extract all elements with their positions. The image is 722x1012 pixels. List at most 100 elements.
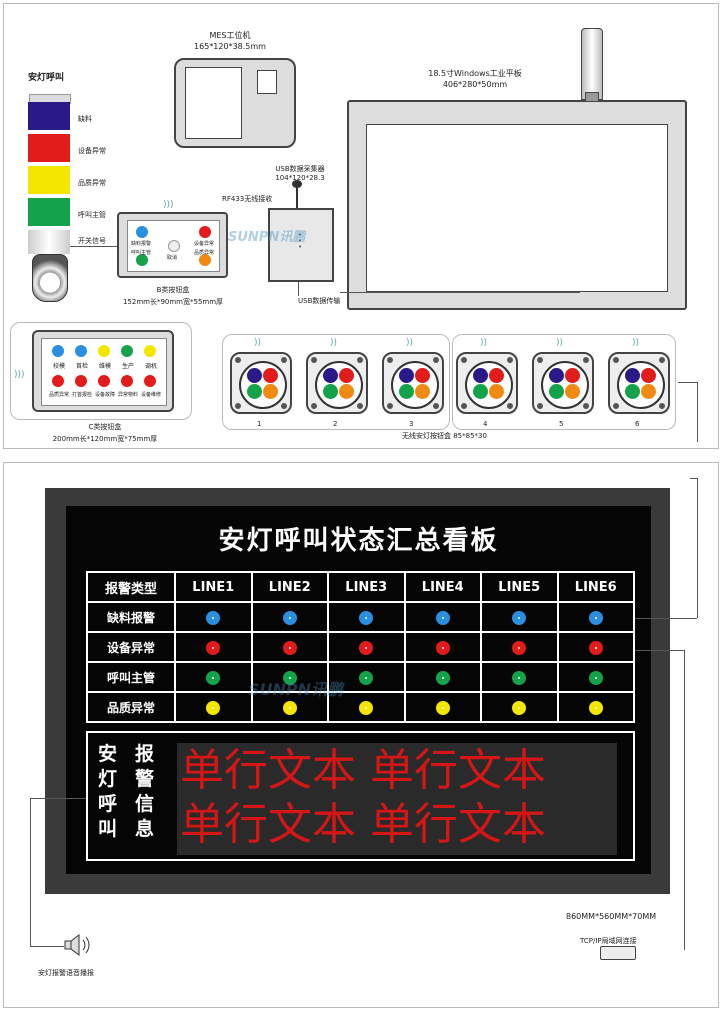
tower-seg-2 — [28, 134, 70, 162]
status-indicator-light — [588, 611, 603, 625]
status-row-1: 缺料报警 — [86, 601, 635, 633]
status-cell — [480, 661, 559, 693]
status-indicator-light — [359, 641, 374, 655]
wireless-number-2: 2 — [333, 420, 338, 428]
status-indicator-light — [206, 701, 221, 715]
usb-transfer-line — [340, 292, 580, 293]
b-box-title: B类按钮盒 — [156, 286, 190, 294]
wireless-number-5: 5 — [559, 420, 564, 428]
wireless-box-5[interactable] — [532, 352, 594, 414]
usb-dots: ••• — [298, 231, 303, 251]
status-indicator-light — [359, 701, 374, 715]
c-bottom-button-3[interactable] — [98, 375, 110, 387]
c-bottom-label-5: 设备维修 — [140, 392, 161, 398]
status-cell — [480, 631, 559, 663]
status-cell — [174, 661, 253, 693]
status-indicator-light — [512, 611, 527, 625]
board-size: 860MM*560MM*70MM — [566, 912, 657, 921]
b-label-1: 缺料报警 — [131, 241, 152, 247]
switch-signal-line — [70, 246, 130, 247]
tablet-size: 406*280*50mm — [442, 80, 508, 89]
tablet-screen — [366, 124, 668, 292]
c-box-size: 200mm长*120mm宽*75mm厚 — [52, 435, 158, 443]
led-line-2: 单行文本 单行文本 — [180, 799, 546, 850]
wireless-wifi-icon-6: )) — [632, 338, 640, 348]
c-bottom-label-2: 打首报检 — [71, 392, 92, 398]
status-cell — [327, 691, 406, 723]
status-cell — [174, 631, 253, 663]
left-line-h2 — [30, 946, 64, 947]
status-indicator-light — [282, 671, 297, 685]
usb-antenna-tip — [292, 180, 302, 188]
mes-title: MES工位机 — [209, 31, 251, 40]
speaker-icon — [64, 934, 90, 956]
c-bottom-button-2[interactable] — [75, 375, 87, 387]
usb-collector-title: USB数据采集器 — [275, 165, 325, 173]
header-line-3: LINE3 — [327, 571, 406, 603]
usb-antenna — [296, 184, 298, 208]
status-cell — [556, 631, 635, 663]
status-row-label: 品质异常 — [86, 691, 176, 723]
status-cell — [174, 601, 253, 633]
b-btn-red[interactable] — [199, 226, 211, 238]
status-cell — [403, 691, 482, 723]
usb-transfer-label: USB数据传输 — [298, 297, 341, 305]
b-btn-green[interactable] — [136, 254, 148, 266]
status-row-label: 缺料报警 — [86, 601, 176, 633]
tablet-title: 18.5寸Windows工业平板 — [428, 69, 522, 78]
c-bottom-button-5[interactable] — [144, 375, 156, 387]
c-top-button-4[interactable] — [121, 345, 133, 357]
b-btn-orange[interactable] — [199, 254, 211, 266]
wireless-wifi-icon-4: )) — [480, 338, 488, 348]
wireless-box-4[interactable] — [456, 352, 518, 414]
wireless-box-6[interactable] — [608, 352, 670, 414]
status-indicator-light — [282, 611, 297, 625]
tower-label-1: 缺料 — [78, 115, 92, 123]
wireless-caption: 无线安灯按钮盒 85*85*30 — [402, 432, 487, 440]
status-indicator-light — [282, 641, 297, 655]
message-frame — [86, 731, 635, 861]
status-cell — [403, 631, 482, 663]
status-indicator-light — [512, 671, 527, 685]
status-cell — [174, 691, 253, 723]
led-panel — [177, 743, 617, 855]
wireless-box-3[interactable] — [382, 352, 444, 414]
b-box-size: 152mm长*90mm宽*55mm厚 — [122, 298, 224, 306]
status-row-2: 设备异常 — [86, 631, 635, 663]
board-title: 安灯呼叫状态汇总看板 — [218, 526, 499, 556]
tablet-lamp — [581, 28, 603, 100]
b-btn-cancel[interactable] — [168, 240, 180, 252]
board-watermark: SUNPN讯鹏 — [248, 680, 344, 699]
c-top-button-3[interactable] — [98, 345, 110, 357]
c-top-button-1[interactable] — [52, 345, 64, 357]
wireless-group-1 — [222, 334, 450, 430]
table-right-line-v — [697, 478, 698, 618]
wireless-wifi-icon-5: )) — [556, 338, 564, 348]
status-row-4: 品质异常 — [86, 691, 635, 723]
status-cell — [250, 631, 329, 663]
header-alarm-type: 报警类型 — [86, 571, 176, 603]
b-label-3: 呼叫主管 — [131, 250, 152, 256]
c-bottom-button-1[interactable] — [52, 375, 64, 387]
mes-screen — [185, 67, 242, 139]
network-label: TCP/IP局域网连接 — [580, 937, 637, 945]
status-indicator-light — [206, 671, 221, 685]
status-cell — [327, 661, 406, 693]
c-top-label-1: 校模 — [52, 363, 65, 370]
wireless-wifi-icon-1: )) — [254, 338, 262, 348]
status-table: 报警类型 LINE1 LINE2 LINE3 LINE4 LINE5 LINE6… — [86, 571, 635, 723]
b-label-cancel: 取消 — [167, 255, 178, 261]
wireless-box-1[interactable] — [230, 352, 292, 414]
status-cell — [480, 691, 559, 723]
status-cell — [403, 601, 482, 633]
c-top-button-5[interactable] — [144, 345, 156, 357]
wireless-group-2 — [452, 334, 676, 430]
tower-seg-3 — [28, 166, 70, 194]
b-label-2: 设备异常 — [194, 241, 215, 247]
tower-seg-4 — [28, 198, 70, 226]
c-bottom-button-4[interactable] — [121, 375, 133, 387]
wireless-box-2[interactable] — [306, 352, 368, 414]
status-indicator-light — [588, 641, 603, 655]
b-btn-blue[interactable] — [136, 226, 148, 238]
c-top-button-2[interactable] — [75, 345, 87, 357]
